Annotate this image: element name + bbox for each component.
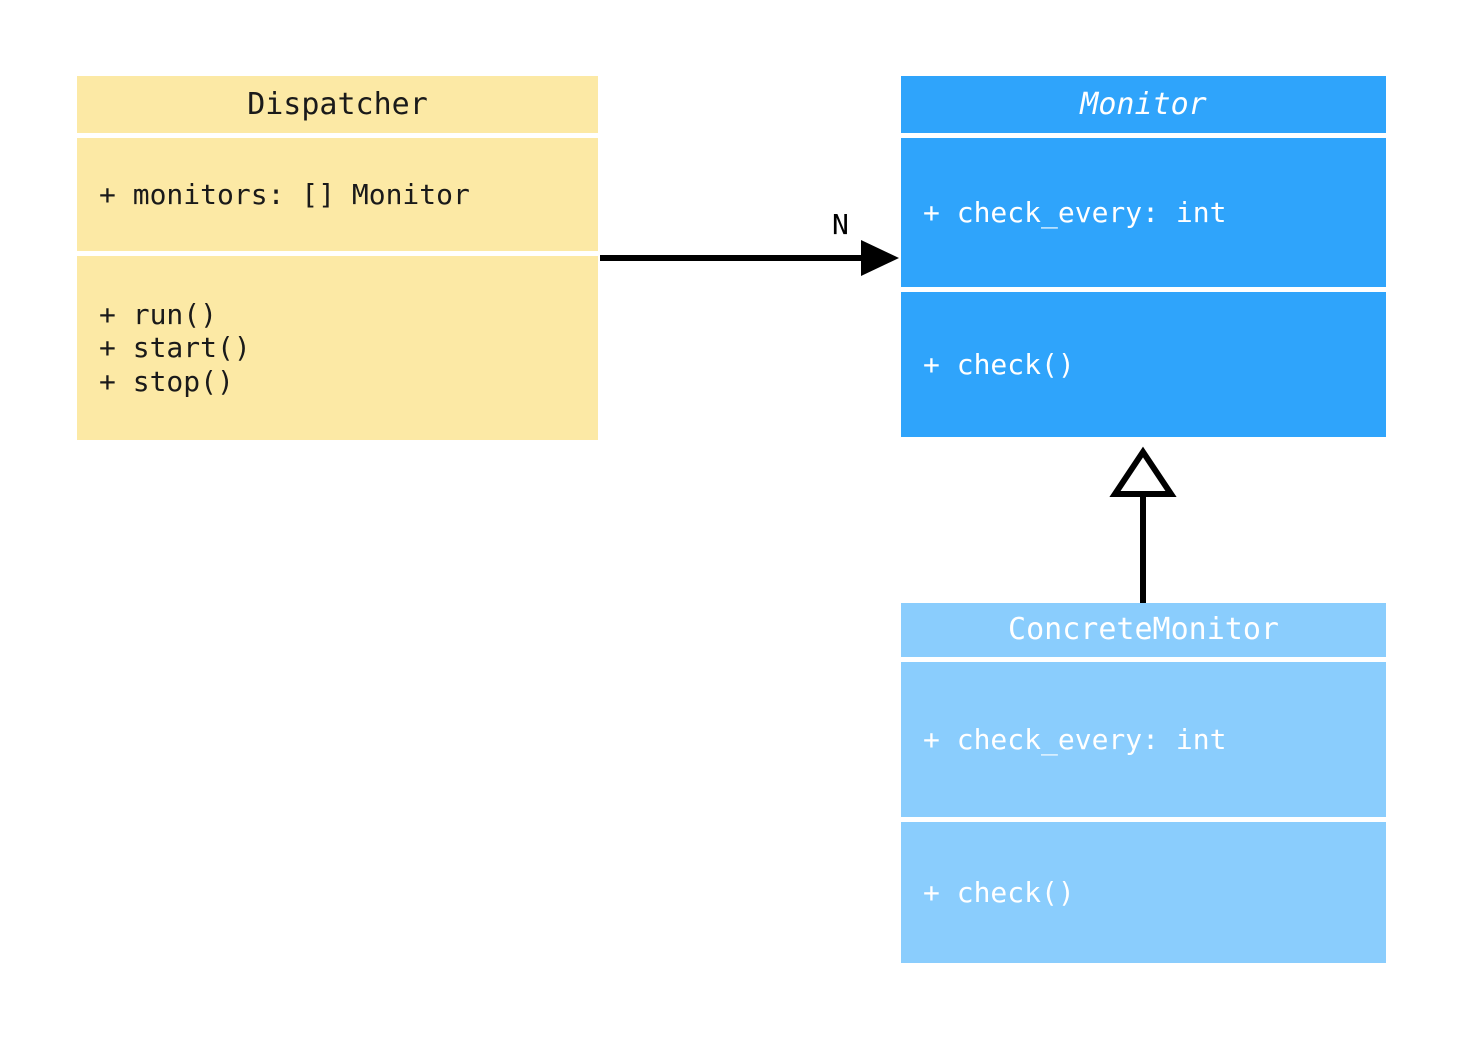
operation-row: + check() — [923, 875, 1075, 909]
class-attributes-compartment-concretemonitor: + check_every: int — [901, 662, 1386, 817]
class-box-concretemonitor[interactable]: ConcreteMonitor + check_every: int + che… — [901, 603, 1386, 968]
attribute-row: + monitors: [] Monitor — [99, 177, 470, 211]
class-name-compartment-dispatcher: Dispatcher — [77, 76, 598, 133]
class-name-compartment-monitor: Monitor — [901, 76, 1386, 133]
class-box-dispatcher[interactable]: Dispatcher + monitors: [] Monitor + run(… — [77, 76, 598, 445]
class-title-monitor: Monitor — [1080, 86, 1207, 122]
attribute-row: + check_every: int — [923, 195, 1227, 229]
class-operations-compartment-concretemonitor: + check() — [901, 822, 1386, 963]
hollow-triangle-arrowhead-icon — [1109, 446, 1177, 497]
generalization-concretemonitor-monitor — [1109, 446, 1177, 603]
filled-triangle-arrowhead-icon — [861, 240, 899, 276]
attribute-row: + check_every: int — [923, 722, 1227, 756]
operation-row: + stop() — [99, 364, 234, 398]
association-multiplicity-label: N — [832, 208, 849, 241]
class-operations-compartment-monitor: + check() — [901, 292, 1386, 437]
class-title-concretemonitor: ConcreteMonitor — [1008, 612, 1279, 647]
operation-row: + check() — [923, 347, 1075, 381]
class-name-compartment-concretemonitor: ConcreteMonitor — [901, 603, 1386, 657]
class-box-monitor[interactable]: Monitor + check_every: int + check() — [901, 76, 1386, 442]
class-title-dispatcher: Dispatcher — [247, 86, 428, 122]
operation-row: + start() — [99, 331, 251, 365]
operation-row: + run() — [99, 297, 218, 331]
association-dispatcher-monitor — [600, 240, 899, 276]
class-attributes-compartment-dispatcher: + monitors: [] Monitor — [77, 138, 598, 251]
class-operations-compartment-dispatcher: + run() + start() + stop() — [77, 256, 598, 440]
class-attributes-compartment-monitor: + check_every: int — [901, 138, 1386, 287]
